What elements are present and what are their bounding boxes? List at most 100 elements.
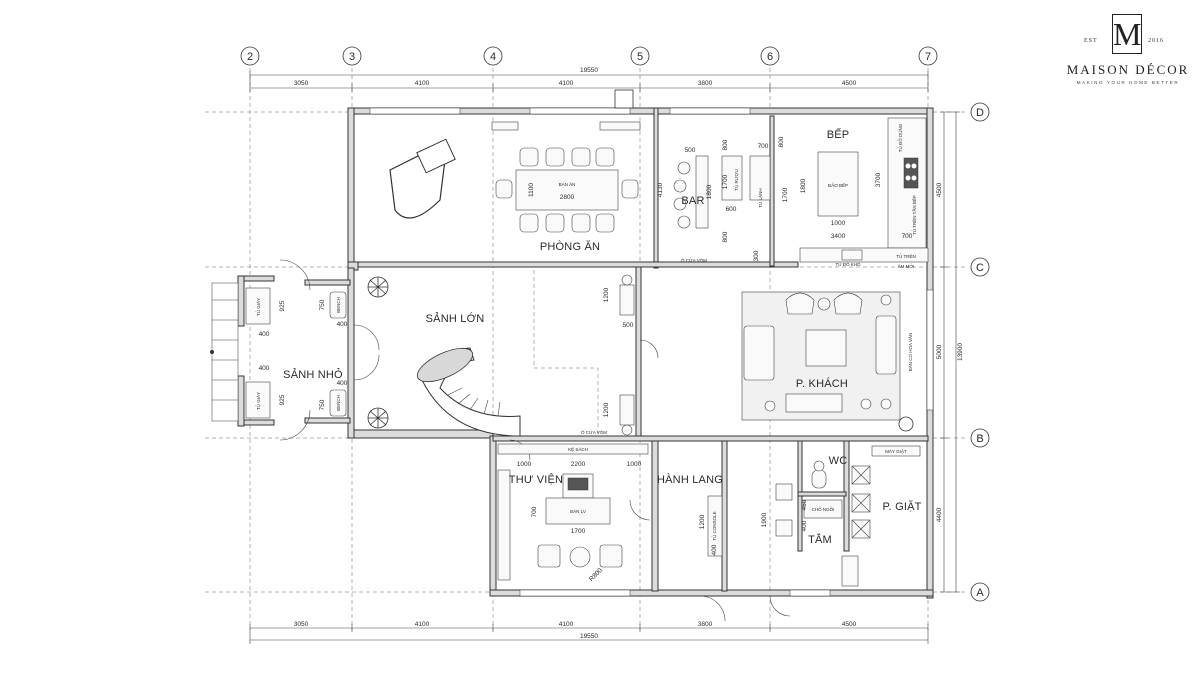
bench-label: BENCH — [336, 395, 341, 411]
dim-bep-1700b: 1700 — [782, 187, 789, 202]
dim-ban-an-h: 1100 — [528, 183, 535, 197]
grid-row-a: A — [976, 587, 984, 599]
dim-bar-1800: 1800 — [706, 184, 713, 199]
grid-col-4: 4 — [490, 51, 496, 63]
tu-console-label: TỦ CONSOLE — [711, 511, 717, 540]
dim-bep-3400: 3400 — [831, 233, 846, 240]
room-hanh-lang: HÀNH LANG — [657, 473, 723, 486]
top-dimensions: 19550 3050 4100 4100 3800 4500 — [249, 67, 929, 92]
kitchen-island — [817, 151, 859, 217]
dim-bar-4130: 4130 — [657, 182, 664, 197]
dim-bottom-seg: 4100 — [415, 621, 430, 628]
dim-bep-700: 700 — [758, 143, 769, 150]
grid-col-5: 5 — [637, 51, 643, 63]
brand-tagline: MAKING YOUR HOME BETTER — [1076, 80, 1180, 85]
dim-top-seg: 4500 — [842, 80, 857, 87]
room-tam: TẮM — [808, 533, 832, 546]
dim-right-seg: 4400 — [936, 507, 943, 522]
ban-co-hoa-van-label: BÀN CÓ HOA VĂN — [907, 333, 913, 372]
room-sanh-lon: SẢNH LỚN — [426, 312, 485, 325]
grid-row-c: C — [976, 262, 984, 274]
right-dimensions: 4500 5000 4400 13900 — [936, 111, 964, 593]
dim-bar-800b: 800 — [722, 231, 729, 242]
dim-hl-1200: 1200 — [699, 514, 706, 529]
tu-giay-label: TỦ GIÀY — [255, 392, 261, 410]
grid-col-6: 6 — [767, 51, 773, 63]
dining-table — [515, 169, 619, 211]
bench-1 — [329, 291, 347, 319]
tu-lanh-label: TỦ LẠNH — [757, 188, 763, 207]
dim-top-total: 19550 — [580, 67, 598, 74]
shoe-cabinet-2 — [245, 381, 271, 419]
dim-bottom-seg: 3050 — [294, 621, 309, 628]
tu-do-kho-label: TỦ ĐỒ KHÔ — [835, 261, 861, 267]
dim-bar-500: 500 — [685, 147, 696, 154]
dim-right-seg: 5000 — [936, 344, 943, 359]
room-thu-vien: THƯ VIỆN — [509, 473, 563, 486]
grid-col-3: 3 — [349, 51, 355, 63]
dim-right-seg: 4500 — [936, 182, 943, 197]
dim-nho-750a: 750 — [319, 299, 326, 310]
kitchen-area: BẾP ĐẢO BẾP 700 800 1700 1700 1800 1000 … — [681, 117, 929, 269]
doors — [279, 259, 791, 622]
dim-sanh-500: 500 — [623, 322, 634, 329]
room-p-khach: P. KHÁCH — [796, 377, 848, 390]
dim-nho-400a: 400 — [259, 331, 270, 338]
console-cabinet — [707, 495, 723, 557]
o-cua-vom-bottom: Ô CỬA VÒM — [581, 429, 607, 435]
ke-sach-label: KỆ SÁCH — [568, 445, 588, 452]
coffee-table — [805, 329, 847, 367]
tu-do-dung-label: TỦ ĐỒ DÙNG — [897, 123, 903, 152]
dim-tv-1700: 1700 — [571, 528, 586, 535]
room-bep: BẾP — [827, 128, 850, 141]
hallway: HÀNH LANG TỦ CONSOLE 1200 400 — [657, 473, 723, 557]
dim-tv-r: R800 — [588, 567, 604, 583]
dim-bottom-total: 19550 — [580, 633, 598, 640]
o-cua-vom-top: Ô CỬA VÒM — [681, 257, 707, 263]
dim-nho-750b: 750 — [319, 399, 326, 410]
may-giat-label: MÁY GIẶT — [885, 448, 907, 454]
dim-nho-400c: 400 — [259, 365, 270, 372]
dim-bep-700b: 700 — [902, 233, 913, 240]
dim-sanh-1200b: 1200 — [603, 402, 610, 417]
dim-sanh-1200a: 1200 — [603, 287, 610, 302]
dim-nho-400b: 400 — [337, 321, 348, 328]
dim-tv-1000a: 1000 — [517, 461, 532, 468]
room-p-giat: P. GIẶT — [882, 500, 921, 513]
living-room: P. KHÁCH BÀN CÓ HOA VĂN — [741, 291, 914, 432]
dim-bep-800: 800 — [778, 136, 785, 147]
cho-ngoi-label: CHỖ NGỒI — [812, 506, 835, 512]
ban-lv-label: BÀN LV — [570, 508, 586, 514]
dim-bottom-seg: 3800 — [698, 621, 713, 628]
small-hall: SẢNH NHỎ TỦ GIÀY TỦ GIÀY BENCH BENCH 925… — [245, 287, 348, 419]
dim-tam-450: 450 — [801, 499, 808, 510]
dim-tam-400: 400 — [801, 520, 808, 531]
brand-logo: M EST 2016 MAISON DÉCOR MAKING YOUR HOME… — [1062, 12, 1194, 102]
dim-top-seg: 3800 — [698, 80, 713, 87]
monogram: M — [1112, 14, 1142, 54]
grid-row-labels: D C B A — [970, 102, 990, 602]
dim-hl-400: 400 — [711, 544, 718, 555]
dim-bep-1800: 1800 — [800, 178, 807, 193]
grand-hall: SẢNH LỚN 1200 500 1200 — [367, 270, 635, 437]
grid-row-b: B — [976, 433, 983, 445]
dim-tv-2200: 2200 — [571, 461, 586, 468]
room-bar: BAR — [681, 195, 704, 207]
room-phong-an: PHÒNG ĂN — [540, 240, 600, 253]
sofa-left — [743, 325, 775, 381]
dim-tam-1900: 1900 — [761, 512, 768, 527]
bar-area: BAR 500 1800 4130 600 800 800 TỦ RƯỢU TỦ… — [657, 139, 771, 242]
dim-bottom-seg: 4100 — [559, 621, 574, 628]
dim-ban-an-w: 2800 — [560, 194, 575, 201]
tu-tren-label: TỦ TRÊN — [896, 252, 915, 259]
dining-furniture: BÀN ĂN 2800 1100 PHÒNG ĂN — [389, 121, 641, 253]
seat-bench — [803, 499, 843, 519]
tu-tren-tan-bep-label: TỦ TRÊN TẦN BẾP — [910, 195, 917, 235]
dim-bep-300: 300 — [753, 250, 760, 261]
tu-ruou-label: TỦ RƯỢU — [733, 169, 739, 190]
dim-bar-600: 600 — [726, 206, 737, 213]
bottom-dimensions: 3050 4100 4100 3800 4500 19550 — [249, 621, 929, 644]
dim-nho-925a: 925 — [279, 300, 286, 311]
dim-bep-1000: 1000 — [831, 220, 846, 227]
